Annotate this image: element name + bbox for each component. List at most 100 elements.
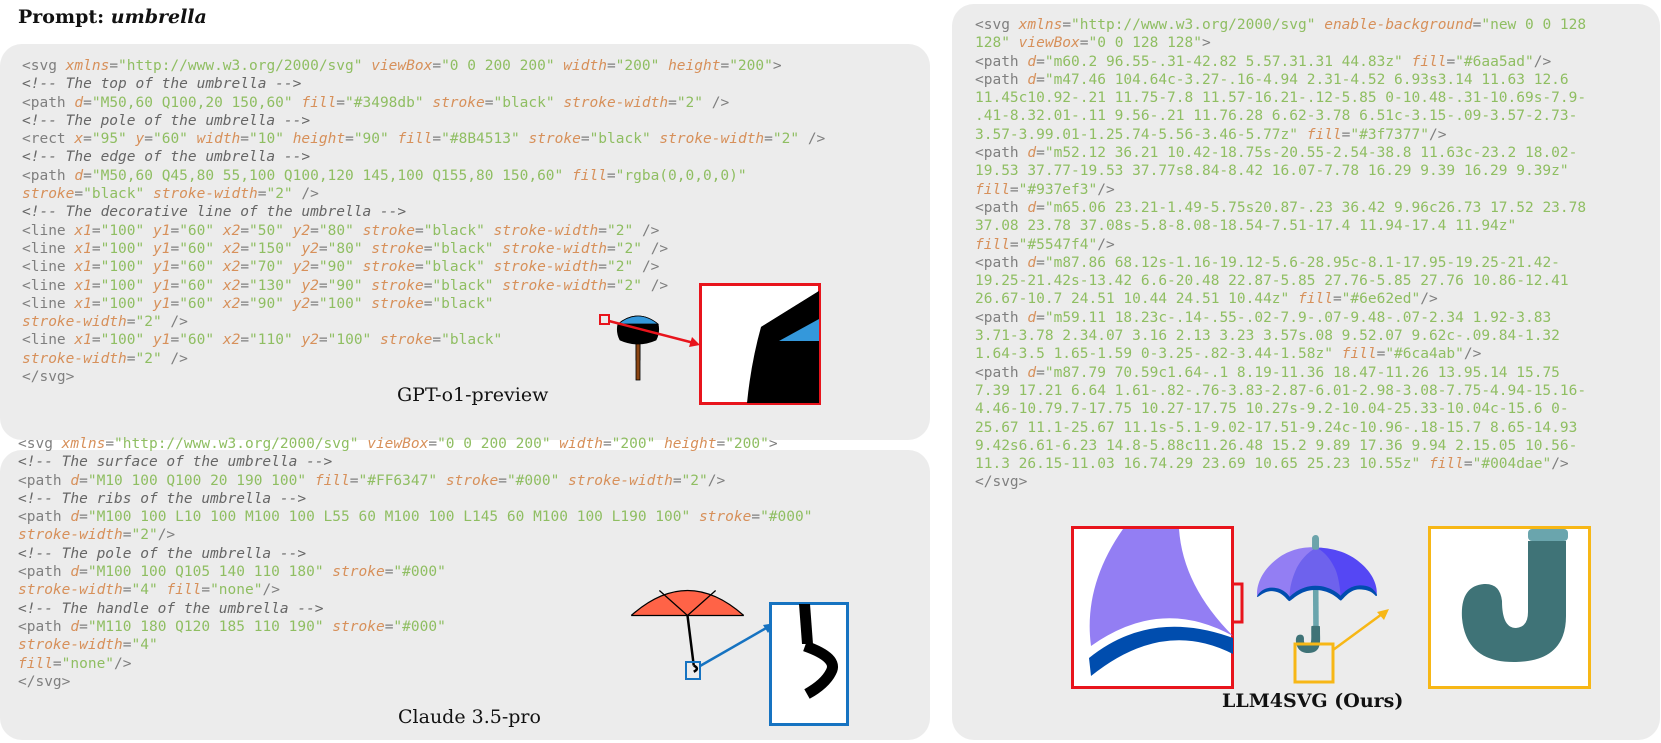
code-token-attr: stroke bbox=[432, 94, 485, 111]
code-token-val: "90" bbox=[318, 259, 363, 276]
code-token-eq: = bbox=[1036, 145, 1045, 162]
code-token-attr: stroke-width bbox=[568, 472, 673, 489]
code-token-cmt: <!-- The edge of the umbrella --> bbox=[22, 149, 311, 166]
code-token-attr: stroke-width bbox=[502, 240, 608, 257]
code-token-attr: fill bbox=[314, 472, 350, 489]
code-token-attr: x2 bbox=[222, 332, 241, 349]
code-token-eq: = bbox=[79, 472, 88, 489]
panel-caption: Claude 3.5-pro bbox=[398, 706, 541, 728]
code-token-val: "m87.79 70.59c1.64-.1 8.19-11.36 18.47-1… bbox=[1044, 364, 1560, 381]
code-line: <!-- The ribs of the umbrella --> bbox=[18, 490, 812, 508]
code-token-eq: = bbox=[83, 131, 92, 148]
code-token-tag: <path bbox=[975, 254, 1028, 271]
code-token-tag: <path bbox=[18, 472, 71, 489]
code-token-val: "m87.86 68.12s-1.16-19.12-5.6-28.95c-8.1… bbox=[1044, 254, 1560, 271]
code-token-val: "50" bbox=[249, 222, 293, 239]
code-token-val: "black" bbox=[441, 332, 503, 349]
code-token-val: "2" bbox=[135, 350, 171, 367]
code-token-attr: d bbox=[1027, 71, 1037, 88]
code-token-val: "2" bbox=[676, 94, 712, 111]
code-token-attr: fill bbox=[1411, 53, 1447, 70]
code-token-val: 26.67-10.7 24.51 10.44 24.51 10.44z" bbox=[975, 291, 1299, 308]
code-token-attr: fill bbox=[1341, 346, 1377, 363]
code-line: <line x1="100" y1="60" x2="90" y2="100" … bbox=[22, 295, 825, 313]
prompt-value: umbrella bbox=[110, 6, 207, 28]
code-token-val: "100" bbox=[100, 295, 153, 312]
code-token-eq: = bbox=[607, 240, 616, 257]
code-line: <path d="m60.2 96.55-.31-42.82 5.57.31.3… bbox=[975, 53, 1586, 71]
code-line: stroke="black" stroke-width="2" /> bbox=[22, 185, 825, 203]
code-token-eq: = bbox=[170, 277, 180, 294]
code-token-val: "100" bbox=[318, 295, 372, 312]
code-token-tag: <rect bbox=[22, 131, 75, 148]
code-token-attr: stroke-width bbox=[659, 131, 765, 148]
code-token-val: "200" bbox=[725, 436, 769, 452]
code-token-val: "black" bbox=[589, 131, 660, 148]
code-token-val: "2" bbox=[615, 277, 651, 294]
code-token-val: "black" bbox=[432, 295, 494, 312]
code-token-attr: height bbox=[668, 58, 721, 74]
code-token-attr: stroke-width bbox=[152, 186, 258, 203]
code-token-eq: = bbox=[598, 222, 608, 239]
code-line: <!-- The pole of the umbrella --> bbox=[22, 112, 825, 130]
code-token-tag: <path bbox=[975, 145, 1028, 162]
code-line: <path d="m87.79 70.59c1.64-.1 8.19-11.36… bbox=[975, 364, 1586, 382]
code-token-attr: viewBox bbox=[367, 436, 429, 452]
code-token-eq: = bbox=[83, 167, 92, 184]
code-token-val: "60" bbox=[179, 295, 223, 312]
code-token-tag: </svg> bbox=[975, 474, 1028, 491]
panel-claude-3-5-pro: <svg xmlns="http://www.w3.org/2000/svg" … bbox=[0, 436, 930, 740]
code-token-attr: d bbox=[70, 472, 80, 489]
code-token-punct: > bbox=[768, 436, 778, 452]
code-token-val: "M110 180 Q120 185 110 190" bbox=[87, 618, 333, 635]
code-token-tag: <line bbox=[22, 240, 75, 257]
code-token-punct: /> bbox=[114, 655, 132, 672]
code-token-eq: = bbox=[423, 277, 433, 294]
zoom-callout-arrow bbox=[599, 314, 700, 347]
code-line: fill="#5547f4"/> bbox=[975, 236, 1586, 254]
code-token-val: "m52.12 36.21 10.42-18.75s-20.55-2.54-38… bbox=[1044, 145, 1578, 162]
code-token-eq: = bbox=[672, 472, 682, 489]
code-line: <!-- The surface of the umbrella --> bbox=[18, 453, 812, 471]
code-line: <line x1="100" y1="60" x2="130" y2="90" … bbox=[22, 277, 825, 295]
code-token-attr: y2 bbox=[292, 222, 311, 239]
code-token-val: "100" bbox=[100, 332, 153, 349]
code-token-attr: y2 bbox=[301, 332, 319, 349]
code-token-eq: = bbox=[751, 509, 761, 526]
code-token-val: "#5547f4" bbox=[1018, 236, 1098, 253]
code-token-punct: /> bbox=[807, 131, 826, 148]
code-token-eq: = bbox=[91, 277, 101, 294]
code-token-tag: <path bbox=[975, 199, 1028, 216]
code-line: <path d="M100 100 Q105 140 110 180" stro… bbox=[18, 563, 812, 581]
code-token-eq: = bbox=[318, 240, 328, 257]
code-token-eq: = bbox=[310, 295, 319, 312]
code-line: .41-8.32.01-.11 9.56-.21 11.76.28 6.62-3… bbox=[975, 107, 1586, 125]
code-token-val: "2" bbox=[607, 222, 642, 239]
code-token-eq: = bbox=[170, 295, 180, 312]
code-token-attr: stroke bbox=[22, 186, 75, 203]
zoom-inset-edge bbox=[1071, 526, 1234, 689]
code-token-attr: fill bbox=[1428, 456, 1464, 473]
code-token-punct: /> bbox=[170, 314, 188, 331]
code-token-val: 37.08 23.78 37.08s-5.8-8.08-18.54-7.51-1… bbox=[975, 218, 1517, 235]
code-token-attr: x2 bbox=[222, 240, 241, 257]
code-token-tag: <svg bbox=[18, 436, 62, 452]
code-line: <path d="M50,60 Q100,20 150,60" fill="#3… bbox=[22, 94, 825, 112]
code-token-punct: /> bbox=[1097, 181, 1115, 198]
code-token-eq: = bbox=[170, 222, 180, 239]
code-token-val: "2" bbox=[607, 259, 642, 276]
code-line: stroke-width="2" /> bbox=[22, 350, 825, 368]
svg-code-block: <svg xmlns="http://www.w3.org/2000/svg" … bbox=[18, 435, 812, 691]
zoom-callout-arrow bbox=[1293, 609, 1389, 684]
code-token-eq: = bbox=[598, 259, 608, 276]
code-token-eq: = bbox=[144, 131, 153, 148]
code-token-cmt: <!-- The surface of the umbrella --> bbox=[18, 454, 333, 471]
code-token-val: "#000" bbox=[393, 618, 446, 635]
prompt-label: Prompt: bbox=[18, 6, 105, 28]
code-token-val: "90" bbox=[327, 277, 372, 294]
code-token-attr: stroke bbox=[371, 240, 424, 257]
code-token-tag: <path bbox=[18, 618, 71, 635]
code-line: <!-- The pole of the umbrella --> bbox=[18, 545, 812, 563]
code-token-val: "100" bbox=[100, 240, 153, 257]
code-token-attr: y2 bbox=[292, 295, 311, 312]
